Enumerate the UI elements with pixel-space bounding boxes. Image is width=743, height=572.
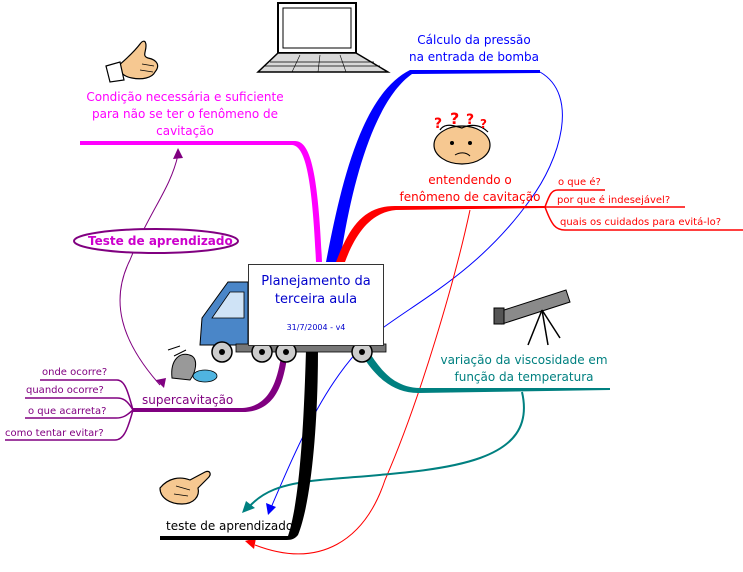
svg-text:?: ?	[466, 112, 474, 128]
red-sub-line-3	[544, 206, 743, 231]
svg-text:?: ?	[434, 116, 442, 132]
node-calculo-line2: na entrada de bomba	[409, 50, 539, 64]
node-calculo-line1: Cálculo da pressão	[417, 33, 531, 47]
teal-arrowhead	[242, 501, 255, 513]
node-entendendo-cavitacao[interactable]: entendendo o fenômeno de cavitação	[396, 172, 544, 206]
purple-arrowhead	[173, 148, 183, 159]
node-entendendo-line2: fenômeno de cavitação	[399, 190, 541, 204]
red-child-indesejavel[interactable]: por que é indesejável?	[557, 195, 671, 206]
purple-sub-line-3	[25, 409, 134, 419]
truck-icon	[199, 281, 387, 363]
central-title-line1: Planejamento da	[261, 274, 371, 289]
node-condicao-necessaria[interactable]: Condição necessária e suficiente para nã…	[80, 89, 290, 140]
purple-sub-line-1	[40, 379, 134, 411]
floating-teste-label[interactable]: Teste de aprendizado	[88, 234, 233, 248]
black-branch-line	[160, 350, 318, 540]
red-child-o-que-e[interactable]: o que é?	[558, 177, 601, 188]
purple-sub-line-4	[5, 409, 134, 441]
thumbs-up-icon	[105, 40, 159, 83]
hitchhiker-hand-icon	[159, 470, 211, 505]
purple-child-acarreta[interactable]: o que acarreta?	[28, 406, 107, 417]
central-title-line2: terceira aula	[274, 292, 358, 307]
teste-oval	[73, 228, 239, 254]
broken-pipe-icon	[167, 345, 218, 383]
node-entendendo-line1: entendendo o	[428, 173, 512, 187]
node-viscosidade[interactable]: variação da viscosidade em função da tem…	[436, 352, 612, 386]
central-node[interactable]: Planejamento da terceira aula 31/7/2004 …	[248, 264, 384, 346]
red-branch-line	[336, 206, 545, 262]
central-version: 31/7/2004 - v4	[286, 323, 346, 332]
blue-arrowhead	[266, 503, 276, 515]
node-viscosidade-line1: variação da viscosidade em	[440, 353, 608, 367]
red-sub-line-1	[544, 189, 605, 208]
svg-text:?: ?	[480, 117, 487, 131]
purple-sub-line-2	[25, 397, 134, 411]
red-arrowhead	[245, 538, 256, 549]
node-condicao-line1: Condição necessária e suficiente	[86, 90, 284, 104]
node-calculo-pressao[interactable]: Cálculo da pressão na entrada de bomba	[404, 32, 544, 66]
red-child-cuidados[interactable]: quais os cuidados para evitá-lo?	[560, 217, 722, 228]
purple-child-onde[interactable]: onde ocorre?	[42, 367, 108, 378]
red-connector-arrow	[254, 209, 471, 555]
svg-text:?: ?	[450, 109, 459, 128]
node-supercavitacao[interactable]: supercavitação	[142, 393, 234, 407]
purple-arrowhead-2	[156, 378, 166, 388]
purple-connector-arrow	[119, 154, 179, 386]
purple-child-quando[interactable]: quando ocorre?	[26, 385, 104, 396]
node-condicao-line2: para não se ter o fenômeno de	[91, 107, 279, 121]
telescope-icon	[493, 289, 571, 346]
purple-child-evitar[interactable]: como tentar evitar?	[5, 428, 104, 439]
teal-branch-line	[362, 350, 610, 393]
node-teste-aprendizado[interactable]: teste de aprendizado	[166, 519, 294, 533]
laptop-icon	[256, 2, 391, 73]
teal-connector-arrow	[247, 391, 525, 509]
node-viscosidade-line2: função da temperatura	[454, 370, 594, 384]
confused-face-icon: ? ? ? ?	[433, 109, 491, 165]
node-condicao-line3: cavitação	[156, 124, 214, 138]
